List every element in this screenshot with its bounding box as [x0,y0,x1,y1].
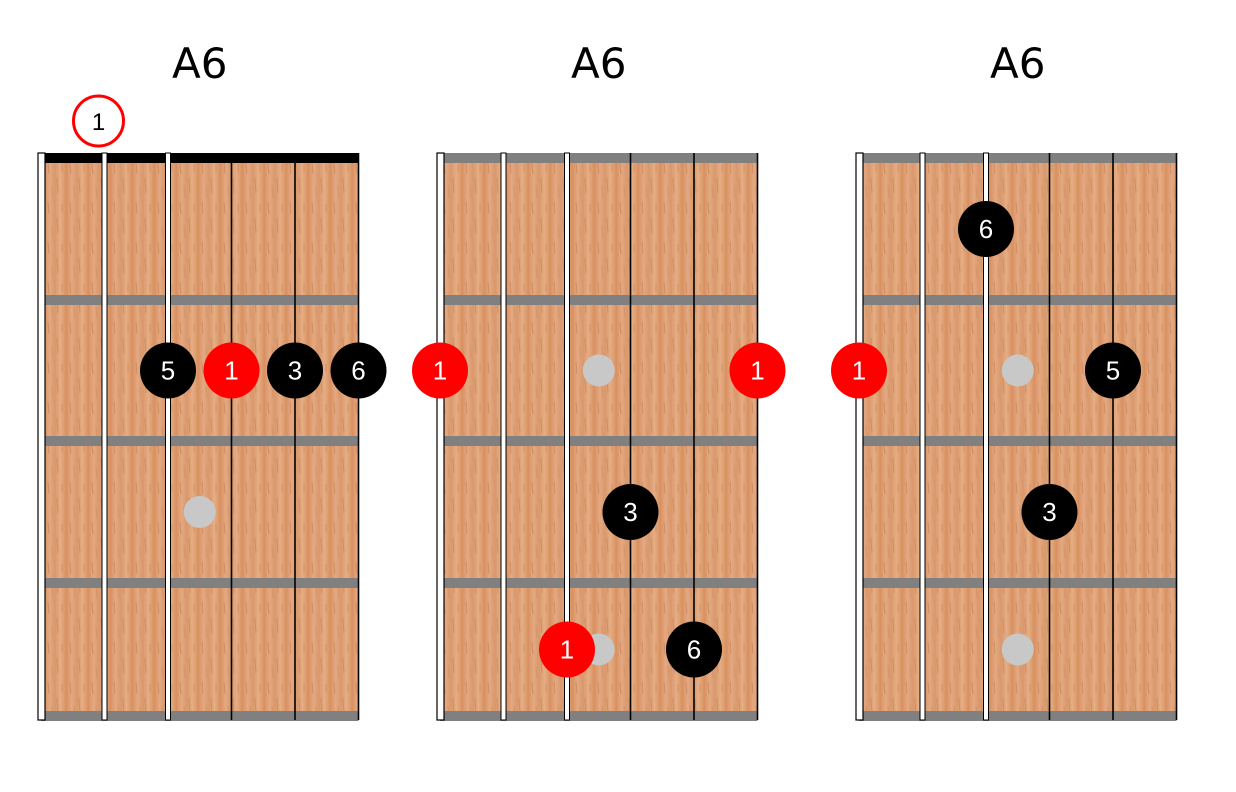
chord-diagram-2: A6 1 1 3 1 6 [412,39,786,721]
note-label: 5 [1106,356,1120,386]
note-label: 1 [750,356,764,386]
root-note-dot [412,342,468,399]
note-dot [602,484,659,540]
fret-line [41,295,359,305]
string-3 [165,152,171,721]
root-note-dot [539,621,595,678]
fret-line [440,711,758,721]
note-label: 3 [1042,497,1056,527]
string-2 [500,152,507,721]
root-note-dot [729,342,786,399]
fret-inlay-dot [183,496,216,528]
note-dot [1021,484,1078,540]
string-1 [436,152,445,721]
chord-title: A6 [990,39,1045,88]
note-label: 1 [433,356,447,386]
fret-line [440,436,758,446]
note-dot [958,201,1014,257]
string-1 [37,152,46,721]
fret-line [440,153,758,163]
note-label: 5 [161,356,175,386]
string-3 [564,152,570,721]
note-dot [140,342,196,399]
note-dot [666,621,722,678]
fret-line [859,436,1177,446]
string-3 [983,152,989,721]
note-label: 1 [224,356,238,386]
note-label: 1 [852,356,866,386]
note-label: 6 [351,356,365,386]
string-2 [101,152,108,721]
note-label: 6 [979,214,993,244]
chord-diagram-3: A6 6 1 5 3 [831,39,1178,721]
chord-diagram-1: A6 1 5 1 3 6 [37,39,387,721]
fret-inlay-dot [1001,633,1034,666]
open-string-marker-label: 1 [92,109,105,136]
fret-inlay-dot [1001,354,1034,387]
note-dot [330,342,387,399]
fret-line [41,578,359,588]
root-note-dot [203,342,260,399]
chord-title: A6 [571,39,626,88]
note-label: 1 [560,635,574,665]
note-dot [267,342,323,399]
note-label: 3 [288,356,302,386]
fret-line [859,578,1177,588]
fret-line [440,578,758,588]
note-label: 6 [687,635,701,665]
open-string-marker [72,94,125,148]
note-dot [1085,342,1141,399]
fret-line [859,153,1177,163]
chord-title: A6 [172,39,227,88]
fret-line [859,711,1177,721]
nut [41,153,359,163]
string-2 [919,152,926,721]
fret-line [859,295,1177,305]
fret-line [41,711,359,721]
root-note-dot [831,342,887,399]
fret-line [41,436,359,446]
note-label: 3 [623,497,637,527]
fret-line [440,295,758,305]
string-1 [855,152,864,721]
fret-inlay-dot [582,354,615,387]
